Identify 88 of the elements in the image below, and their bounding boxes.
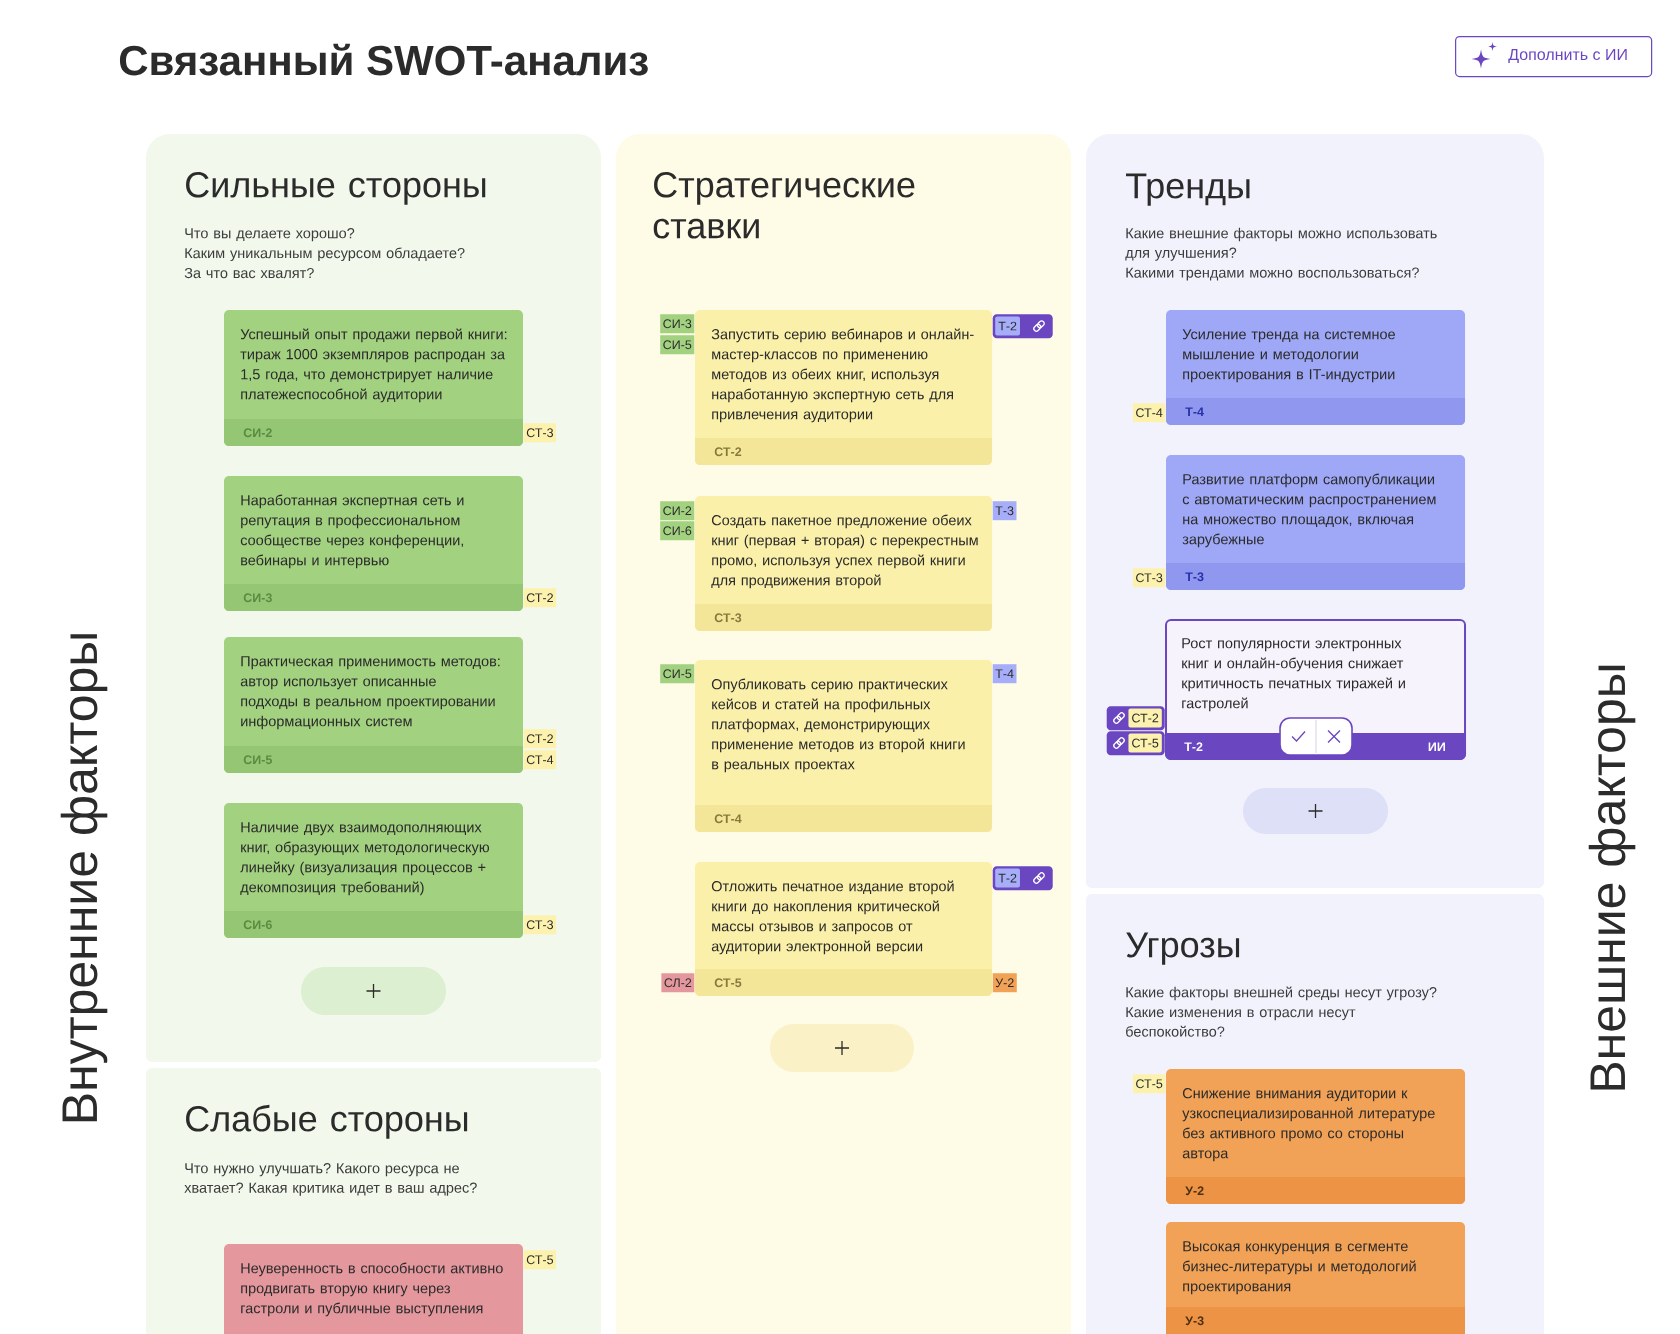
node-label: СТ-4: [526, 755, 554, 765]
panel-heading: Слабые стороны: [186, 1104, 468, 1139]
node-label: СТ-2: [526, 734, 553, 744]
suggestion-card: [1165, 619, 1466, 760]
card-text: Успешный опыт продажи первой книги: тираж 1000 экземпляров распродан за 1,5 года, что демонстрирует наличие платежеспособной аудитории: [240, 328, 507, 403]
card-footer: Т-4: [1166, 398, 1465, 425]
card-footer: СТ-4: [695, 805, 992, 832]
panel-heading: Тренды: [1126, 173, 1250, 206]
tag: СИ-5: [660, 664, 695, 684]
card-footer: СИ-2: [224, 419, 523, 446]
card-text: Снижение внимания аудитории к узкоспециализированной литературе без активного промо со стороны автора: [1182, 1088, 1435, 1162]
node-label: Т-2: [1184, 742, 1203, 752]
panel-prompt: Какие внешние факторы можно использовать для улучшения?: [1125, 227, 1437, 261]
tag: СТ-3: [1132, 568, 1166, 588]
tag: СТ-2: [523, 588, 557, 608]
card: [224, 476, 523, 611]
panel-heading: Сильные стороны: [186, 172, 486, 205]
panel-prompt: Что вы делаете хорошо?: [185, 228, 355, 242]
tag: Т-4: [992, 664, 1017, 684]
side-label: Внутренние факторы: [60, 634, 108, 1122]
card-text: Высокая конкуренция в сегменте бизнес-литературы и методологий проектирования: [1183, 1241, 1416, 1295]
panel-prompt: Каким уникальным ресурсом обладаете?: [185, 247, 465, 262]
card: [224, 637, 523, 773]
card: [695, 660, 992, 832]
linked-tag: [1106, 731, 1165, 756]
card-footer: СИ-3: [224, 584, 523, 611]
tag: СТ-5: [1132, 1074, 1166, 1094]
panel-heading: Стратегические ставки: [653, 172, 915, 239]
tag: СИ-2: [660, 501, 695, 521]
panel-prompt: Какими трендами можно воспользоваться?: [1126, 267, 1419, 281]
side-label: Внешние факторы: [1588, 665, 1636, 1090]
tag: Т-3: [992, 501, 1017, 521]
tag: СТ-4: [1132, 403, 1166, 423]
node-label: СИ-5: [663, 340, 692, 350]
node-label: СИ-3: [663, 319, 692, 329]
card-text: Рост популярности электронных книг и онлайн-обучения снижает критичность печатных тиражей и гастролей: [1182, 638, 1405, 712]
card-footer: СТ-3: [695, 604, 992, 631]
card-footer: Т-3: [1166, 563, 1465, 590]
card-text: Наработанная экспертная сеть и репутация в профессиональном сообществе через конференции, вебинары и интервью: [240, 494, 464, 569]
linked-tag: [992, 314, 1053, 339]
card-text: Опубликовать серию практических кейсов и статей на профильных платформах, демонстрирующих применение методов из второй книги в реальных проектах: [711, 678, 965, 773]
card: [695, 862, 992, 996]
card-text: Неуверенность в способности активно продвигать вторую книгу через гастроли и публичные выступления: [241, 1262, 503, 1317]
card: [224, 310, 523, 446]
card-text: Развитие платформ самопубликации с автоматическим распространением на множество площадок, включая зарубежные: [1182, 473, 1436, 548]
card-footer: СТ-5: [695, 969, 992, 996]
card: [695, 310, 992, 465]
tag: СИ-5: [660, 335, 695, 355]
panel-prompt: Какие факторы внешней среды несут угрозу?: [1126, 986, 1437, 1001]
node-label: СИ-2: [663, 506, 692, 516]
card-footer: СИ-6: [224, 911, 523, 938]
card-footer: СТ-2: [695, 438, 992, 465]
card-footer: У-3: [1166, 1307, 1465, 1334]
tag: У-2: [992, 973, 1017, 993]
tag: СТ-5: [523, 1250, 557, 1270]
panel-prompt: Что нужно улучшать? Какого ресурса не хватает? Какая критика идет в ваш адрес?: [184, 1163, 477, 1196]
card-text: Усиление тренда на системное мышление и методологии проектирования в IT-индустрии: [1182, 329, 1395, 383]
tag: СИ-6: [660, 521, 695, 541]
linked-tag: [1106, 706, 1165, 731]
node-label: СТ-5: [1132, 738, 1159, 748]
card: [1166, 1222, 1465, 1334]
node-label: СИ-6: [663, 526, 692, 536]
tag: СТ-3: [523, 423, 557, 443]
ai-button: Дополнить с ИИ: [1455, 36, 1653, 78]
tag: СЛ-2: [661, 973, 695, 993]
card-text: Наличие двух взаимодополняющих книг, образующих методологическую линейку (визуализация процессов + декомпозиция требований): [240, 822, 490, 896]
card-text: Отложить печатное издание второй книги до накопления критической массы отзывов и запросов от аудитории электронной версии: [711, 880, 954, 955]
card: [224, 1244, 523, 1334]
card-footer: СИ-5: [224, 746, 523, 773]
panel-prompt: За что вас хвалят?: [184, 267, 314, 279]
card: [1166, 455, 1465, 590]
card-text: Практическая применимость методов: автор использует описанные подходы в реальном проектировании информационных систем: [240, 656, 500, 730]
tag: СТ-4: [523, 750, 557, 770]
card: [1166, 310, 1465, 425]
linked-tag: [992, 866, 1053, 891]
card-text: Запустить серию вебинаров и онлайн-мастер-классов по применению методов из обеих книг, используя наработанную экспертную сеть для привлечения аудитории: [711, 328, 974, 423]
card-footer: У-2: [1166, 1177, 1465, 1204]
page-title: Связанный SWOT-анализ: [119, 43, 648, 76]
card: [1166, 1069, 1465, 1204]
card-text: Создать пакетное предложение обеих книг (первая + вторая) с перекрестным промо, используя успех первой книги для продвижения второй: [711, 514, 978, 589]
node-label: ИИ: [1428, 742, 1445, 752]
tag: СИ-3: [660, 314, 695, 334]
card: [695, 496, 992, 631]
panel-prompt: Какие изменения в отрасли несут беспокойство?: [1126, 1007, 1356, 1037]
tag: СТ-3: [523, 915, 557, 935]
card: [224, 803, 523, 938]
panel-heading: Угрозы: [1126, 932, 1240, 965]
tag: СТ-2: [523, 729, 557, 749]
